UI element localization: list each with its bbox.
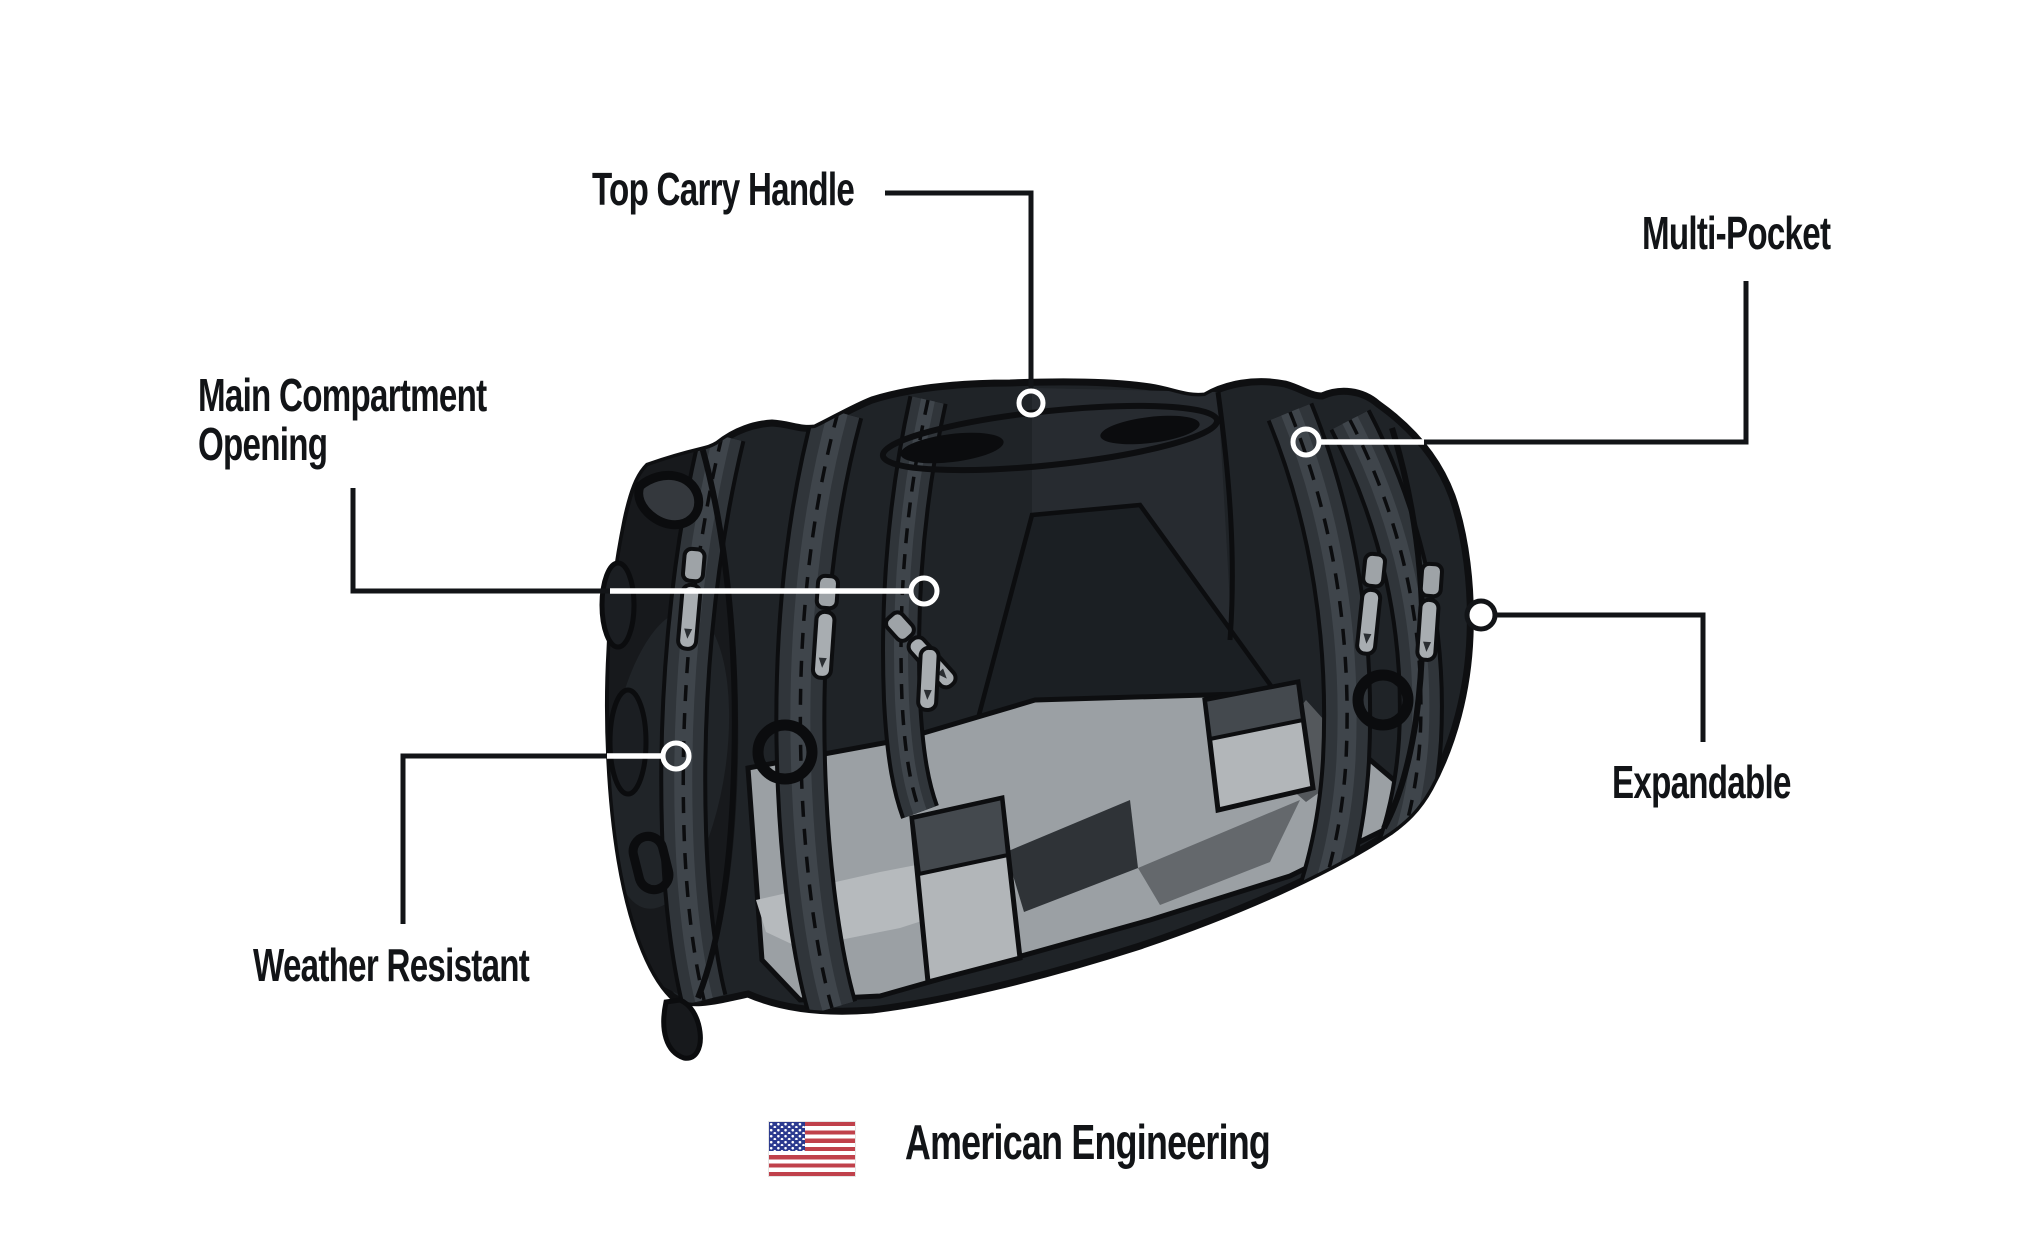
zipper-pulls <box>676 546 1445 712</box>
dot-weather-resistant <box>660 740 692 772</box>
strap-loop <box>634 470 704 530</box>
dot-main-compartment <box>908 575 940 607</box>
collar-crease-1 <box>1215 391 1235 641</box>
bottom-tab <box>661 997 703 1061</box>
dot-expandable <box>1464 598 1498 632</box>
d-ring-right <box>1352 669 1414 731</box>
us-flag-canton <box>769 1122 805 1151</box>
webbing-patch-right <box>1202 679 1316 814</box>
handle-slot-left <box>900 432 1004 464</box>
cap-bump-lower <box>607 687 649 797</box>
webbing-patch-left <box>909 794 1023 986</box>
label-main-compartment-line2: Opening <box>198 417 328 470</box>
connector-top-carry-handle <box>885 190 1046 418</box>
bag-illustration <box>599 378 1474 1061</box>
connector-multi-pocket <box>1290 281 1749 458</box>
label-top-carry-handle: Top Carry Handle <box>592 163 855 215</box>
label-main-compartment-opening: Main Compartment Opening <box>198 369 487 470</box>
label-expandable: Expandable <box>1612 756 1791 808</box>
bottom-panel-shadow-soft <box>1138 800 1300 905</box>
connector-main-compartment <box>350 488 940 607</box>
cap-crease <box>695 446 738 1000</box>
right-cap-crease <box>1381 427 1426 830</box>
bottom-panel-shadow-dark <box>1006 800 1138 912</box>
callout-connectors <box>350 190 1749 924</box>
strap-keeper <box>628 831 674 895</box>
label-main-compartment-line1: Main Compartment <box>198 369 487 421</box>
label-multi-pocket: Multi-Pocket <box>1642 207 1831 259</box>
top-handle <box>879 402 1221 474</box>
cap-bump-upper <box>599 560 637 650</box>
dot-top-carry-handle <box>1016 388 1046 418</box>
connector-weather-resistant <box>400 740 692 924</box>
dot-multi-pocket <box>1290 426 1322 458</box>
us-flag-icon <box>769 1122 855 1176</box>
d-ring-left <box>752 719 818 785</box>
connector-expandable <box>1464 598 1706 742</box>
footer-american-engineering: American Engineering <box>905 1116 1271 1170</box>
label-weather-resistant: Weather Resistant <box>253 939 530 991</box>
handle-slot-right <box>1100 415 1200 445</box>
